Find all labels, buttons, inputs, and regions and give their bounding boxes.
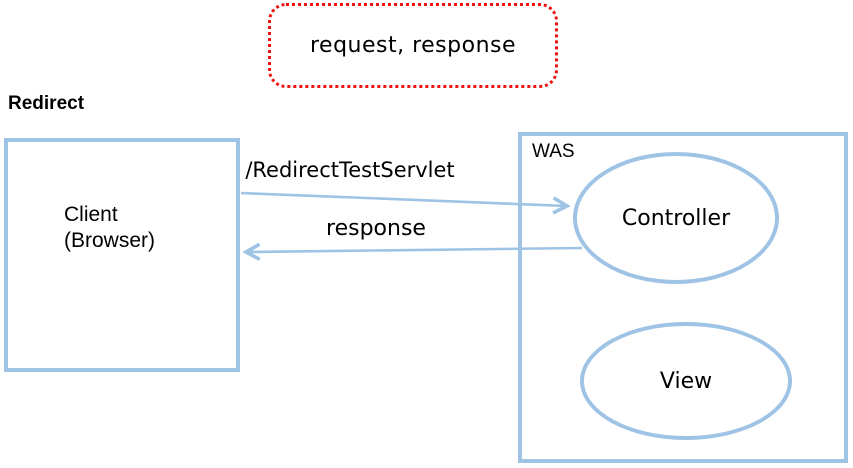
controller-node: Controller <box>573 152 779 284</box>
client-label: Client (Browser) <box>64 202 155 254</box>
view-label: View <box>659 368 713 394</box>
section-title: Redirect <box>8 93 85 114</box>
was-label: WAS <box>532 141 575 162</box>
response-arrow-label: response <box>326 216 426 241</box>
note-label: request, response <box>309 33 517 58</box>
view-node: View <box>580 322 792 440</box>
controller-label: Controller <box>621 205 731 231</box>
client-label-line1: Client <box>64 203 118 226</box>
client-label-line2: (Browser) <box>64 229 156 252</box>
client-box: Client (Browser) <box>4 138 240 372</box>
note-box: request, response <box>268 3 558 88</box>
request-arrow-label: /RedirectTestServlet <box>245 158 455 182</box>
